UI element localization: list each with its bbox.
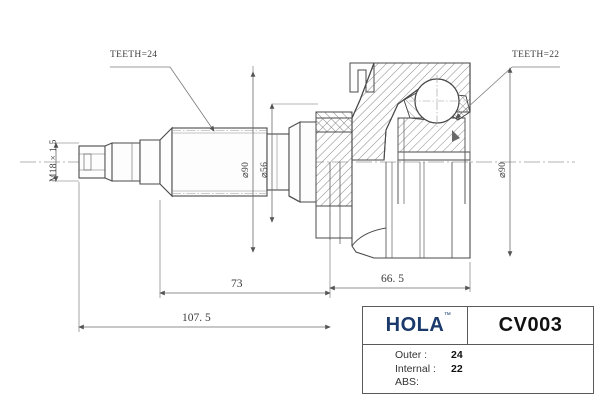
shaft-step-2: [139, 139, 161, 185]
spec-label-abs: ABS:: [395, 376, 419, 388]
part-number-cell: CV003: [468, 307, 593, 344]
annotation-teeth-left: TEETH=24: [110, 50, 158, 60]
annotation-thread-spec: M18 × 1,5: [49, 139, 59, 182]
brand-logo: HOLA ™: [385, 312, 451, 337]
ball-bearing: [409, 75, 465, 127]
race-flange: [315, 111, 353, 133]
dimension-lines: [52, 66, 513, 332]
spec-label-outer: Outer :: [395, 349, 428, 361]
annotation-diameter-90-left: ⌀90: [241, 161, 251, 178]
shaft-step-1: [111, 142, 141, 182]
part-number: CV003: [498, 314, 563, 336]
spec-label-internal: Internal :: [395, 362, 436, 375]
dimension-shaft-length: 73: [231, 278, 243, 290]
housing-lower-outline: [315, 162, 471, 259]
dimension-joint-length: 66. 5: [381, 273, 404, 285]
shaft-collar: [288, 121, 301, 203]
threaded-tip: [78, 142, 113, 182]
brand-name: HOLA: [385, 314, 445, 336]
spec-list: Outer : 24 Internal : 22 ABS:: [363, 345, 593, 393]
ball-cage: [397, 117, 471, 161]
shaft-taper: [159, 126, 173, 198]
cv-joint-housing: [288, 62, 471, 259]
spec-row-abs: ABS:: [395, 376, 593, 390]
annotation-diameter-90-right: ⌀90: [498, 161, 508, 178]
spec-value-outer: 24: [451, 349, 463, 361]
title-block: HOLA ™ CV003 Outer : 24 Internal : 22 AB…: [362, 306, 594, 394]
shaft-neck: [266, 133, 290, 191]
leader-lines: [110, 66, 560, 132]
annotation-teeth-right: TEETH=22: [512, 50, 560, 60]
shaft-lower-outline: [288, 195, 316, 203]
spec-row-outer: Outer : 24: [395, 349, 593, 363]
title-block-header: HOLA ™ CV003: [363, 307, 593, 345]
brand-cell: HOLA ™: [363, 307, 468, 344]
trademark-symbol: ™: [443, 312, 452, 319]
spec-row-internal: Internal : 22: [395, 363, 593, 377]
spec-value-internal: 22: [451, 362, 463, 375]
annotation-diameter-56: ⌀56: [260, 161, 270, 178]
dimension-overall-length: 107. 5: [182, 312, 211, 324]
